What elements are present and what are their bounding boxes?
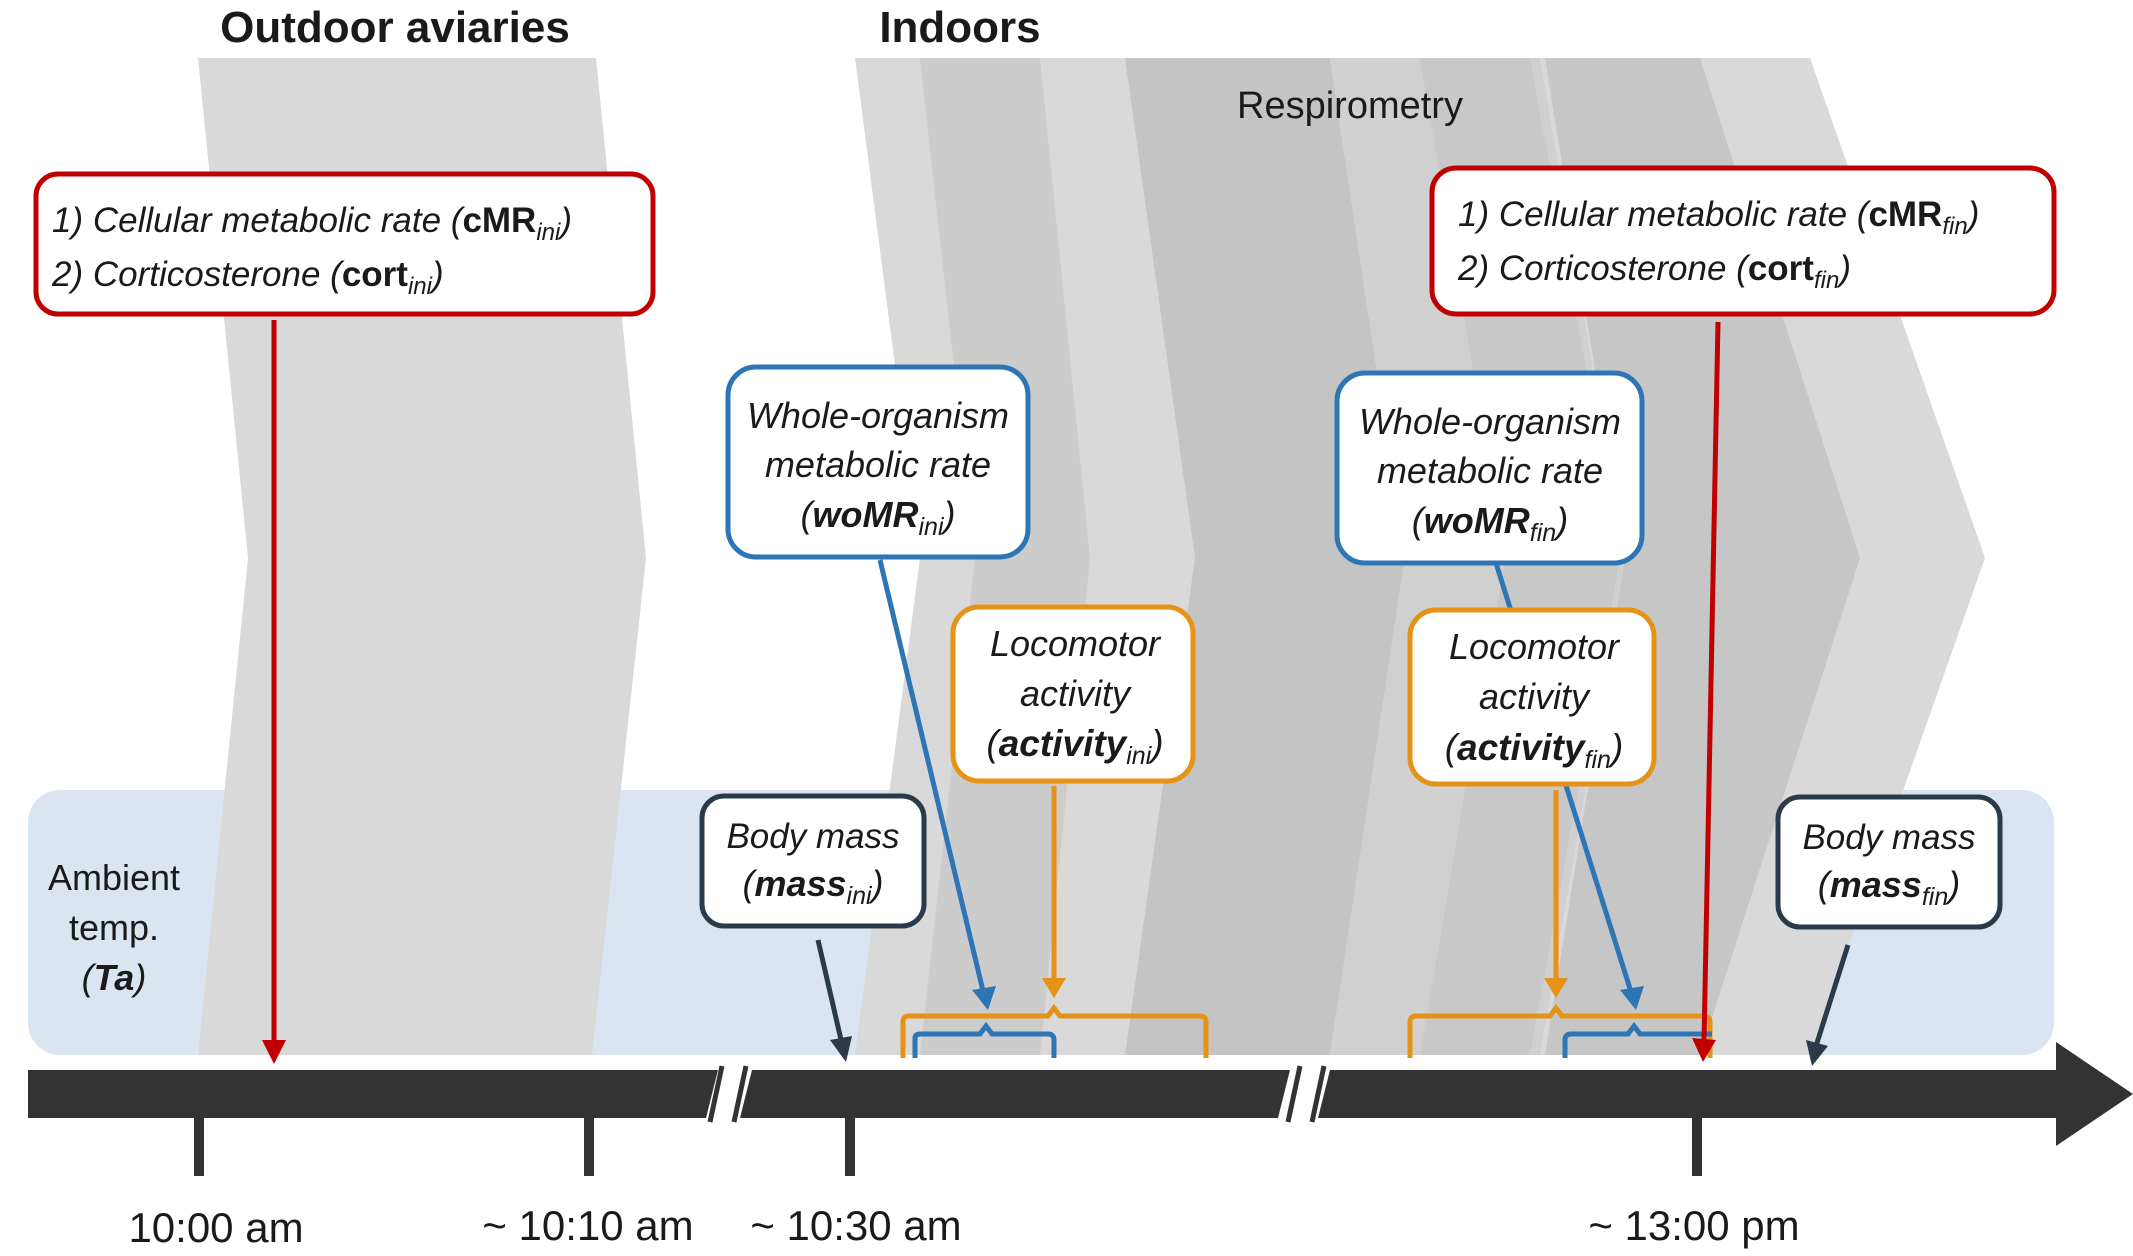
womr-arrowheads	[972, 986, 1644, 1010]
body-mass-initial-line1: Body mass	[726, 817, 899, 856]
activity-arrowheads	[1042, 978, 1568, 998]
cort-final-line: 2) Corticosterone (cortfin)	[1457, 249, 1851, 294]
tick-13-00	[1692, 1118, 1702, 1176]
activity-initial-line1: Locomotor	[990, 623, 1162, 664]
tick-10-00	[194, 1118, 204, 1176]
tick-10-30	[845, 1118, 855, 1176]
body-mass-final-box: Body mass (massfin)	[1775, 794, 2003, 930]
body-mass-final-line1: Body mass	[1802, 818, 1975, 857]
body-mass-final-symbol: (massfin)	[1818, 864, 1960, 911]
womr-final-box: Whole-organism metabolic rate (woMRfin)	[1334, 370, 1645, 566]
body-mass-initial-symbol: (massini)	[742, 863, 883, 910]
cmr-final-line: 1) Cellular metabolic rate (cMRfin)	[1458, 195, 1979, 240]
activity-brackets	[900, 786, 1713, 1058]
mass-arrows	[815, 939, 1851, 1066]
womr-initial-line2: metabolic rate	[765, 444, 991, 485]
tick-label-13-00: ~ 13:00 pm	[1588, 1202, 1799, 1249]
cmr-arrows	[262, 320, 1721, 1064]
tick-label-10-30: ~ 10:30 am	[750, 1202, 961, 1249]
ambient-temp-label-line1: Ambient	[48, 857, 180, 898]
cmr-cort-final-box: 1) Cellular metabolic rate (cMRfin) 2) C…	[1429, 165, 2057, 317]
tick-10-10	[584, 1118, 594, 1176]
activity-final-line2: activity	[1479, 676, 1591, 717]
activity-final-symbol: (activityfin)	[1445, 727, 1624, 774]
activity-final-box: Locomotor activity (activityfin)	[1407, 607, 1657, 787]
body-mass-initial-box: Body mass (massini)	[699, 793, 927, 929]
activity-initial-symbol: (activityini)	[986, 723, 1163, 770]
womr-initial-symbol: (woMRini)	[801, 494, 956, 541]
womr-final-line1: Whole-organism	[1359, 401, 1621, 442]
ambient-temp-label-line2: temp.	[69, 907, 159, 948]
womr-initial-line1: Whole-organism	[747, 395, 1009, 436]
outdoor-aviaries-header: Outdoor aviaries	[220, 3, 570, 52]
activity-initial-line2: activity	[1020, 673, 1132, 714]
cmr-initial-line: 1) Cellular metabolic rate (cMRini)	[52, 201, 572, 246]
axis-break-marks	[707, 1065, 1327, 1123]
timeline-axis	[28, 1042, 2133, 1176]
womr-final-line2: metabolic rate	[1377, 450, 1603, 491]
tick-label-10-10: ~ 10:10 am	[482, 1202, 693, 1249]
respirometry-label: Respirometry	[1237, 85, 1463, 127]
indoors-header: Indoors	[879, 3, 1040, 52]
cmr-cort-initial-box: 1) Cellular metabolic rate (cMRini) 2) C…	[33, 171, 656, 317]
ambient-temp-symbol: (Ta)	[82, 957, 147, 998]
axis-ticks	[194, 1118, 1702, 1176]
activity-initial-box: Locomotor activity (activityini)	[950, 604, 1196, 784]
womr-initial-box: Whole-organism metabolic rate (woMRini)	[725, 364, 1031, 560]
activity-final-line1: Locomotor	[1449, 626, 1621, 667]
tick-label-10-00: 10:00 am	[128, 1204, 303, 1251]
cort-initial-line: 2) Corticosterone (cortini)	[51, 255, 444, 300]
womr-final-symbol: (woMRfin)	[1412, 500, 1568, 547]
